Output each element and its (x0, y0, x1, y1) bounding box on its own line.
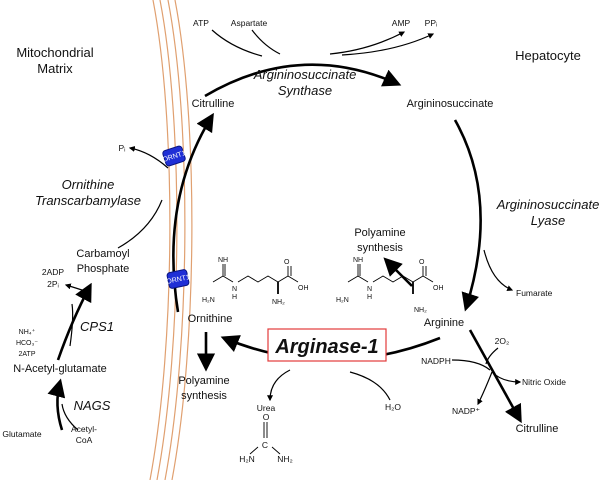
polyamine-top-1: Polyamine (354, 227, 405, 239)
arginase-label: Arginase-1 (274, 336, 378, 358)
metabolite-hco3: HCO₃⁻ (16, 340, 38, 347)
water-in-arrow (349, 371, 391, 401)
metabolite-carbamoyl-2: Phosphate (77, 263, 130, 275)
enzyme-otc-1: Ornithine (62, 177, 115, 192)
metabolite-aspartate: Aspartate (231, 18, 268, 28)
metabolite-argininosuccinate: Argininosuccinate (407, 98, 494, 110)
arginine-to-citrulline-no-arrow (468, 329, 522, 424)
metabolite-ppi: PPᵢ (425, 18, 438, 28)
citrulline-to-argininosuccinate-arrow (204, 63, 402, 98)
metabolite-2atp: 2ATP (19, 351, 36, 358)
metabolite-urea: Urea (257, 403, 276, 413)
metabolite-nadp: NADP⁺ (452, 406, 480, 416)
ornt1-transporter-top: ORNT1 (162, 145, 187, 167)
compartment-hepatocyte: Hepatocyte (515, 48, 581, 63)
atp-in-arrow (211, 29, 263, 57)
structure-arginine-left (212, 264, 299, 294)
metabolite-glutamate: Glutamate (2, 429, 41, 439)
struct-urea-o: O (263, 412, 270, 422)
struct-left-nh2: NH₂ (272, 299, 285, 306)
metabolite-citrulline: Citrulline (192, 98, 235, 110)
metabolite-atp: ATP (193, 18, 209, 28)
metabolite-fumarate: Fumarate (516, 288, 553, 298)
arginase-box (267, 328, 387, 362)
enzyme-otc-2: Transcarbamylase (35, 193, 141, 208)
compartment-mito: Mitochondrial (16, 45, 93, 60)
metabolite-2pi: 2Pᵢ (47, 279, 59, 289)
polyamine-top-2: synthesis (357, 242, 403, 254)
arginine-to-polyamine-arrow (383, 257, 413, 287)
urea-out-arrow (267, 369, 291, 402)
metabolite-amp: AMP (392, 18, 411, 28)
mitochondrial-membrane (149, 0, 193, 480)
acetylcoa-in-arrow (61, 403, 79, 431)
metabolite-2adp: 2ADP (42, 267, 65, 277)
metabolite-nadph: NADPH (421, 356, 451, 366)
structure-urea (249, 422, 281, 455)
metabolite-water: H₂O (385, 402, 401, 412)
metabolite-ornithine: Ornithine (188, 313, 233, 325)
struct-right-h2n: H₂N (336, 297, 349, 304)
struct-urea-h2n: H₂N (239, 454, 255, 464)
adp-out-arrow (64, 283, 89, 293)
glutamate-to-nag-arrow (47, 378, 66, 431)
struct-right-n: N (367, 286, 372, 293)
metabolite-nitric-oxide: Nitric Oxide (522, 377, 566, 387)
structure-arginine-right (347, 264, 434, 294)
pi-out-arrow (128, 146, 169, 169)
struct-left-h2n: H₂N (202, 297, 215, 304)
argininosuccinate-to-arginine-arrow (453, 119, 482, 312)
metabolite-n-acetyl-glutamate: N-Acetyl-glutamate (13, 363, 107, 375)
metabolite-carbamoyl-1: Carbamoyl (76, 248, 129, 260)
ppi-out-arrow (341, 33, 435, 56)
enzyme-cps1: CPS1 (80, 319, 114, 334)
struct-right-oh: OH (433, 285, 444, 292)
metabolite-nh4: NH₄⁺ (19, 328, 36, 336)
fumarate-out-arrow (483, 249, 514, 291)
amp-out-arrow (329, 31, 406, 55)
struct-right-o: O (419, 259, 425, 266)
metabolite-2o2: 2O₂ (495, 336, 510, 346)
polyamine-bottom-1: Polyamine (178, 375, 229, 387)
o2-in-arrow (485, 347, 499, 365)
struct-left-n: N (232, 286, 237, 293)
nadp-out-arrow (477, 371, 493, 406)
enzyme-asl-1: Argininosuccinate (496, 197, 600, 212)
enzyme-ass-1: Argininosuccinate (253, 67, 357, 82)
carbamoyl-to-citrulline-arrow (117, 199, 163, 249)
ornt1-transporter-bottom: ORNT1 (166, 269, 191, 289)
compartment-matrix: Matrix (37, 61, 73, 76)
metabolite-acetyl-1: Acetyl- (71, 424, 97, 434)
metabolite-acetyl-2: CoA (76, 435, 93, 445)
polyamine-bottom-2: synthesis (181, 390, 227, 402)
cps1-inputs-arrow (69, 303, 74, 347)
enzyme-ass-2: Synthase (278, 83, 332, 98)
struct-left-oh: OH (298, 285, 309, 292)
struct-urea-nh2: NH₂ (277, 454, 293, 464)
aspartate-in-arrow (251, 29, 281, 55)
nadph-in-arrow (451, 359, 491, 371)
enzyme-asl-2: Lyase (531, 213, 565, 228)
struct-right-h: H (367, 294, 372, 301)
struct-right-nh2: NH₂ (414, 307, 427, 314)
metabolite-citrulline-no: Citrulline (516, 423, 559, 435)
thick-side-arrows (196, 257, 522, 424)
struct-left-nh: NH (218, 257, 228, 264)
metabolite-pi: Pᵢ (118, 143, 125, 153)
struct-urea-c: C (262, 440, 268, 450)
enzyme-nags: NAGS (74, 398, 111, 413)
side-arrows (61, 29, 522, 431)
struct-left-o: O (284, 259, 290, 266)
struct-right-nh: NH (353, 257, 363, 264)
svg-text:ORNT1: ORNT1 (166, 274, 191, 286)
metabolite-arginine: Arginine (424, 317, 464, 329)
struct-left-h: H (232, 294, 237, 301)
